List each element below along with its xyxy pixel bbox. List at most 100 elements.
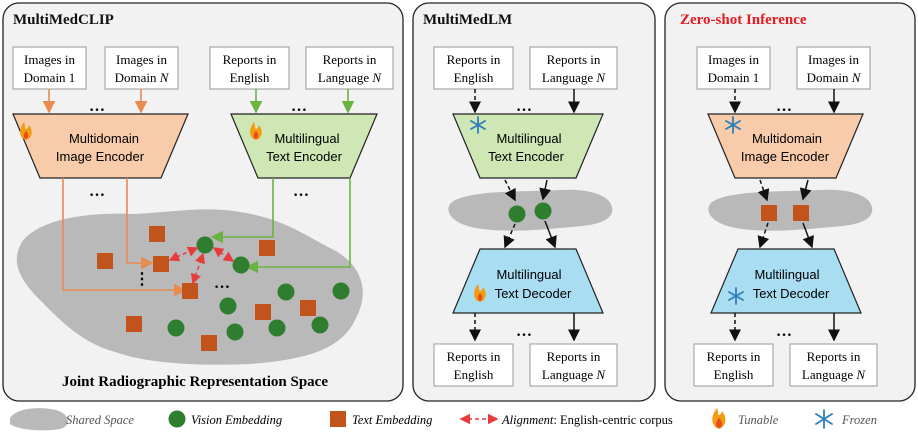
text-embedding — [97, 253, 113, 269]
snowflake-icon — [470, 116, 486, 134]
vision-embedding — [232, 256, 250, 274]
alignment-arrow — [190, 252, 206, 285]
vision-embedding — [167, 319, 185, 337]
svg-text:Multidomain: Multidomain — [752, 131, 822, 146]
vision-embedding — [332, 282, 350, 300]
snowflake-icon — [728, 287, 744, 305]
flame-icon — [250, 122, 262, 140]
svg-text:Multilingual: Multilingual — [754, 267, 819, 282]
vision-embedding-swatch — [168, 410, 186, 428]
text-embedding — [259, 240, 275, 256]
flame-icon — [712, 408, 726, 429]
text-embedding — [761, 205, 777, 221]
multimedlm-title: MultiMedLM — [423, 12, 512, 28]
svg-text:Image Encoder: Image Encoder — [741, 149, 830, 164]
shared-space-swatch — [10, 408, 68, 431]
zs-shared-space — [708, 189, 873, 231]
clip-space-ellipsis: … — [214, 275, 230, 292]
svg-text:Image Encoder: Image Encoder — [56, 149, 145, 164]
alignment-arrow — [168, 246, 199, 262]
svg-text:Reports in: Reports in — [547, 349, 601, 364]
svg-text:Reports in: Reports in — [807, 349, 861, 364]
flame-icon — [474, 284, 486, 302]
clip-input-images-domain-1: Images in Domain 1 — [12, 46, 87, 90]
svg-text:Text Decoder: Text Decoder — [753, 286, 830, 301]
vision-embedding — [508, 205, 526, 223]
zero-shot-title: Zero-shot Inference — [680, 12, 807, 28]
clip-text-encoder-output-ellipsis: … — [293, 183, 309, 200]
legend-alignment: Alignment: English-centric corpus — [501, 413, 673, 427]
svg-text:Domain N: Domain N — [807, 70, 862, 85]
vision-embedding — [534, 202, 552, 220]
multimedclip-title: MultiMedCLIP — [13, 12, 114, 28]
zs-input-ellipsis: … — [776, 98, 792, 115]
svg-text:Language N: Language N — [802, 367, 867, 382]
text-embedding — [201, 335, 217, 351]
text-embedding — [149, 226, 165, 242]
zs-output-ellipsis: … — [776, 323, 792, 340]
zs-output-reports-english: Reports in English — [693, 343, 774, 387]
vision-embedding — [277, 283, 295, 301]
flame-icon — [20, 122, 32, 140]
svg-text:Domain 1: Domain 1 — [708, 70, 760, 85]
clip-vertical-ellipsis: ⋮ — [134, 271, 150, 288]
svg-text:Language N: Language N — [318, 70, 383, 85]
svg-text:English: English — [714, 367, 754, 382]
lm-text-encoder: Multilingual Text Encoder — [452, 113, 604, 179]
svg-text:Reports in: Reports in — [323, 52, 377, 67]
svg-text:Images in: Images in — [116, 52, 167, 67]
clip-input-reports-language-n: Reports in Language N — [305, 46, 394, 90]
text-embedding — [126, 316, 142, 332]
clip-input-reports-english: Reports in English — [209, 46, 290, 90]
legend-frozen: Frozen — [841, 413, 877, 427]
text-embedding — [153, 256, 169, 272]
lm-output-ellipsis: … — [516, 323, 532, 340]
lm-output-reports-english: Reports in English — [433, 343, 514, 387]
svg-text:Text Encoder: Text Encoder — [266, 149, 343, 164]
svg-text:Reports in: Reports in — [447, 349, 501, 364]
snowflake-icon — [725, 116, 741, 134]
svg-text:English: English — [230, 70, 270, 85]
svg-text:Reports in: Reports in — [447, 52, 501, 67]
clip-input-images-ellipsis: … — [89, 98, 105, 115]
vision-embedding — [196, 236, 214, 254]
svg-text:Images in: Images in — [708, 52, 759, 67]
legend-vision-embedding: Vision Embedding — [191, 413, 282, 427]
svg-text:Reports in: Reports in — [223, 52, 277, 67]
svg-text:English: English — [454, 367, 494, 382]
zs-output-reports-language-n: Reports in Language N — [789, 343, 878, 387]
zs-text-decoder: Multilingual Text Decoder — [710, 248, 862, 314]
clip-image-encoder-output-ellipsis: … — [89, 183, 105, 200]
vision-embedding — [268, 319, 286, 337]
text-embedding-swatch — [330, 411, 346, 427]
joint-space-label: Joint Radiographic Representation Space — [62, 374, 328, 390]
zs-image-encoder: Multidomain Image Encoder — [707, 113, 864, 179]
svg-text:Reports in: Reports in — [547, 52, 601, 67]
svg-text:Domain N: Domain N — [115, 70, 170, 85]
vision-embedding — [219, 297, 237, 315]
svg-text:Multilingual: Multilingual — [496, 131, 561, 146]
svg-text:Images in: Images in — [808, 52, 859, 67]
text-embedding — [793, 205, 809, 221]
vision-embedding — [311, 316, 329, 334]
snowflake-icon — [815, 409, 833, 429]
svg-text:Images in: Images in — [24, 52, 75, 67]
clip-input-reports-ellipsis: … — [291, 98, 307, 115]
clip-text-encoder: Multilingual Text Encoder — [230, 113, 378, 179]
lm-input-reports-english: Reports in English — [433, 46, 514, 90]
svg-text:English: English — [454, 70, 494, 85]
svg-text:Text Decoder: Text Decoder — [495, 286, 572, 301]
legend-shared-space: Shared Space — [66, 413, 134, 427]
lm-text-decoder: Multilingual Text Decoder — [452, 248, 604, 314]
legend: Shared Space Vision Embedding Text Embed… — [10, 408, 877, 431]
clip-image-encoder: Multidomain Image Encoder — [12, 113, 189, 179]
svg-text:Multilingual: Multilingual — [496, 267, 561, 282]
vision-embedding — [226, 323, 244, 341]
clip-input-images-domain-n: Images in Domain N — [104, 46, 179, 90]
lm-shared-space — [448, 189, 613, 231]
svg-text:Language N: Language N — [542, 70, 607, 85]
svg-text:Language N: Language N — [542, 367, 607, 382]
svg-text:Multilingual: Multilingual — [274, 131, 339, 146]
svg-text:Text Encoder: Text Encoder — [488, 149, 565, 164]
alignment-arrow — [212, 247, 235, 262]
